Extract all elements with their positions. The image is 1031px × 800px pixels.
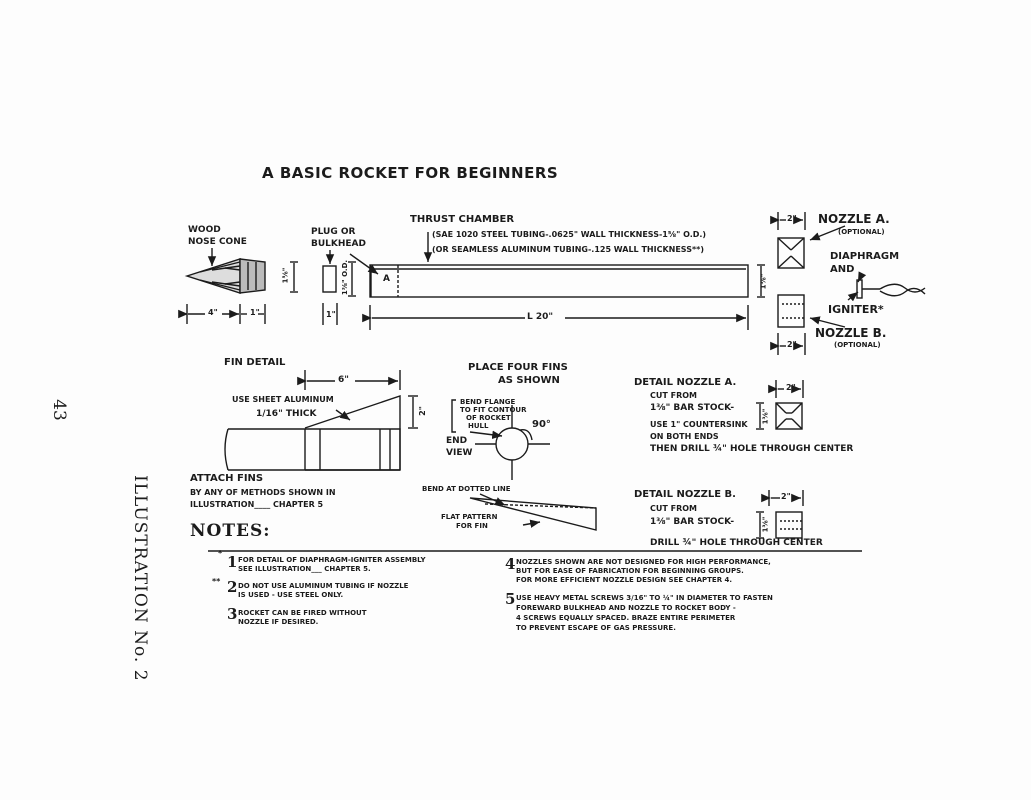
- igniter-label: IGNITER*: [828, 303, 884, 316]
- thrust-chamber-label: THRUST CHAMBER: [410, 214, 515, 225]
- note-2-line-2: IS USED - USE STEEL ONLY.: [238, 591, 344, 599]
- detail-b-width: 2": [781, 492, 791, 501]
- diaphragm-label: DIAPHRAGM: [830, 251, 900, 262]
- bend-line-label: BEND AT DOTTED LINE: [422, 485, 511, 493]
- page-number: 43: [48, 399, 69, 421]
- fin-length-dim: 6": [338, 375, 349, 385]
- diagram-title: A BASIC ROCKET FOR BEGINNERS: [262, 164, 559, 182]
- fin-thickness-label: 1/16" THICK: [256, 409, 317, 419]
- tube-length-dim: L 20": [527, 312, 554, 322]
- tube-diameter-dim: 1⅝": [759, 273, 768, 290]
- flat-pattern-label: FLAT PATTERN: [441, 513, 498, 521]
- flange-note-1: BEND FLANGE: [460, 398, 516, 406]
- note-2-number: 2: [227, 578, 238, 596]
- plug-diameter-dim: 1⅜" O.D.: [341, 259, 350, 296]
- nose-length-dim: 4": [208, 308, 218, 317]
- note-4-number: 4: [505, 555, 516, 573]
- note-4-line-3: FOR MORE EFFICIENT NOZZLE DESIGN SEE CHA…: [516, 576, 733, 584]
- plug-shape: [322, 265, 337, 293]
- plug-label-2: BULKHEAD: [311, 239, 366, 249]
- note-5-line-4: TO PREVENT ESCAPE OF GAS PRESSURE.: [516, 624, 676, 632]
- end-view-label-2: VIEW: [446, 448, 473, 458]
- illustration-caption: ILLUSTRATION No. 2: [130, 475, 150, 682]
- nose-shoulder-dim: 1": [250, 308, 260, 317]
- note-5-line-2: FOREWARD BULKHEAD AND NOZZLE TO ROCKET B…: [516, 604, 736, 612]
- note-4-line-1: NOZZLES SHOWN ARE NOT DESIGNED FOR HIGH …: [516, 558, 771, 566]
- fin-material-label: USE SHEET ALUMINUM: [232, 395, 334, 404]
- thrust-spec-2: (OR SEAMLESS ALUMINUM TUBING-.125 WALL T…: [432, 245, 704, 254]
- note-3-number: 3: [227, 605, 238, 623]
- place-fins-heading: PLACE FOUR FINS: [468, 362, 568, 373]
- end-view-drawing: [451, 399, 550, 480]
- note-4-line-2: BUT FOR EASE OF FABRICATION FOR BEGINNIN…: [516, 567, 744, 575]
- notes-heading: NOTES:: [190, 521, 271, 541]
- flange-note-2: TO FIT CONTOUR: [460, 406, 527, 414]
- nozzle-b-shape: [777, 294, 805, 328]
- note-1-line-1: FOR DETAIL OF DIAPHRAGM-IGNITER ASSEMBLY: [238, 556, 426, 564]
- nozzle-b-width: 2": [787, 340, 797, 349]
- note-2-line-1: DO NOT USE ALUMINUM TUBING IF NOZZLE: [238, 582, 409, 590]
- detail-b-line-2: 1⅜" BAR STOCK-: [650, 517, 735, 527]
- nozzle-b-optional: (OPTIONAL): [834, 341, 881, 349]
- igniter-shape: [847, 271, 926, 302]
- nose-diameter-dim: 1⅝": [281, 267, 290, 284]
- nose-cone-label-2: NOSE CONE: [188, 237, 247, 247]
- plug-marker-a: A: [383, 274, 390, 284]
- detail-b-line-1: CUT FROM: [650, 504, 697, 513]
- fin-height-dim: 2": [417, 406, 427, 416]
- flange-note-4: HULL: [468, 422, 489, 430]
- detail-a-line-3: USE 1" COUNTERSINK: [650, 420, 748, 429]
- nozzle-a-width: 2": [787, 214, 797, 223]
- plug-length-dim: 1": [326, 310, 336, 319]
- detail-b-line-3: DRILL ¾" HOLE THROUGH CENTER: [650, 538, 823, 548]
- diaphragm-and-label: AND: [830, 264, 855, 275]
- thrust-chamber-tube: [369, 264, 749, 298]
- nose-cone-label: WOOD: [188, 225, 221, 235]
- note-5-number: 5: [505, 590, 516, 608]
- detail-nozzle-b-drawing: [775, 511, 803, 539]
- flat-pattern-label-2: FOR FIN: [456, 522, 488, 530]
- nozzle-b-label: NOZZLE B.: [815, 326, 887, 340]
- attach-fins-text-1: BY ANY OF METHODS SHOWN IN: [190, 488, 336, 497]
- plug-label: PLUG OR: [311, 227, 356, 237]
- note-3-line-1: ROCKET CAN BE FIRED WITHOUT: [238, 609, 367, 617]
- attach-fins-text-2: ILLUSTRATION____ CHAPTER 5: [190, 500, 324, 509]
- detail-a-line-1: CUT FROM: [650, 391, 697, 400]
- nozzle-a-shape: [777, 237, 805, 269]
- flat-pattern-drawing: [469, 493, 597, 531]
- note-1-line-2: SEE ILLUSTRATION___ CHAPTER 5.: [238, 565, 371, 573]
- note-5-line-3: 4 SCREWS EQUALLY SPACED. BRAZE ENTIRE PE…: [516, 614, 736, 622]
- detail-a-line-5: THEN DRILL ¾" HOLE THROUGH CENTER: [650, 444, 854, 454]
- flange-note-3: OF ROCKET: [466, 414, 511, 422]
- place-fins-heading-2: AS SHOWN: [498, 375, 560, 386]
- fin-detail-heading: FIN DETAIL: [224, 357, 286, 368]
- end-view-label: END: [446, 436, 468, 446]
- detail-b-diameter: 1⅜": [761, 516, 770, 533]
- nozzle-a-label: NOZZLE A.: [818, 212, 890, 226]
- thrust-spec-1: (SAE 1020 STEEL TUBING-.0625" WALL THICK…: [432, 230, 707, 239]
- nozzle-a-optional: (OPTIONAL): [838, 228, 885, 236]
- detail-nozzle-a-drawing: [775, 402, 803, 430]
- nose-cone-shape: [184, 258, 266, 294]
- note-2-mark: **: [212, 577, 221, 586]
- detail-a-diameter: 1⅜": [761, 408, 770, 425]
- note-3-line-2: NOZZLE IF DESIRED.: [238, 618, 319, 626]
- detail-b-heading: DETAIL NOZZLE B.: [634, 489, 736, 500]
- fin-detail-drawing: [224, 395, 401, 471]
- detail-a-heading: DETAIL NOZZLE A.: [634, 377, 737, 388]
- detail-a-line-4: ON BOTH ENDS: [650, 432, 719, 441]
- note-5-line-1: USE HEAVY METAL SCREWS 3/16" TO ¼" IN DI…: [516, 594, 773, 602]
- detail-a-line-2: 1⅜" BAR STOCK-: [650, 403, 735, 413]
- detail-a-width: 2": [786, 383, 796, 392]
- note-1-number: 1: [227, 553, 238, 571]
- note-1-mark: *: [218, 549, 223, 558]
- attach-fins-heading: ATTACH FINS: [190, 473, 264, 484]
- fin-angle-label: 90°: [532, 419, 551, 430]
